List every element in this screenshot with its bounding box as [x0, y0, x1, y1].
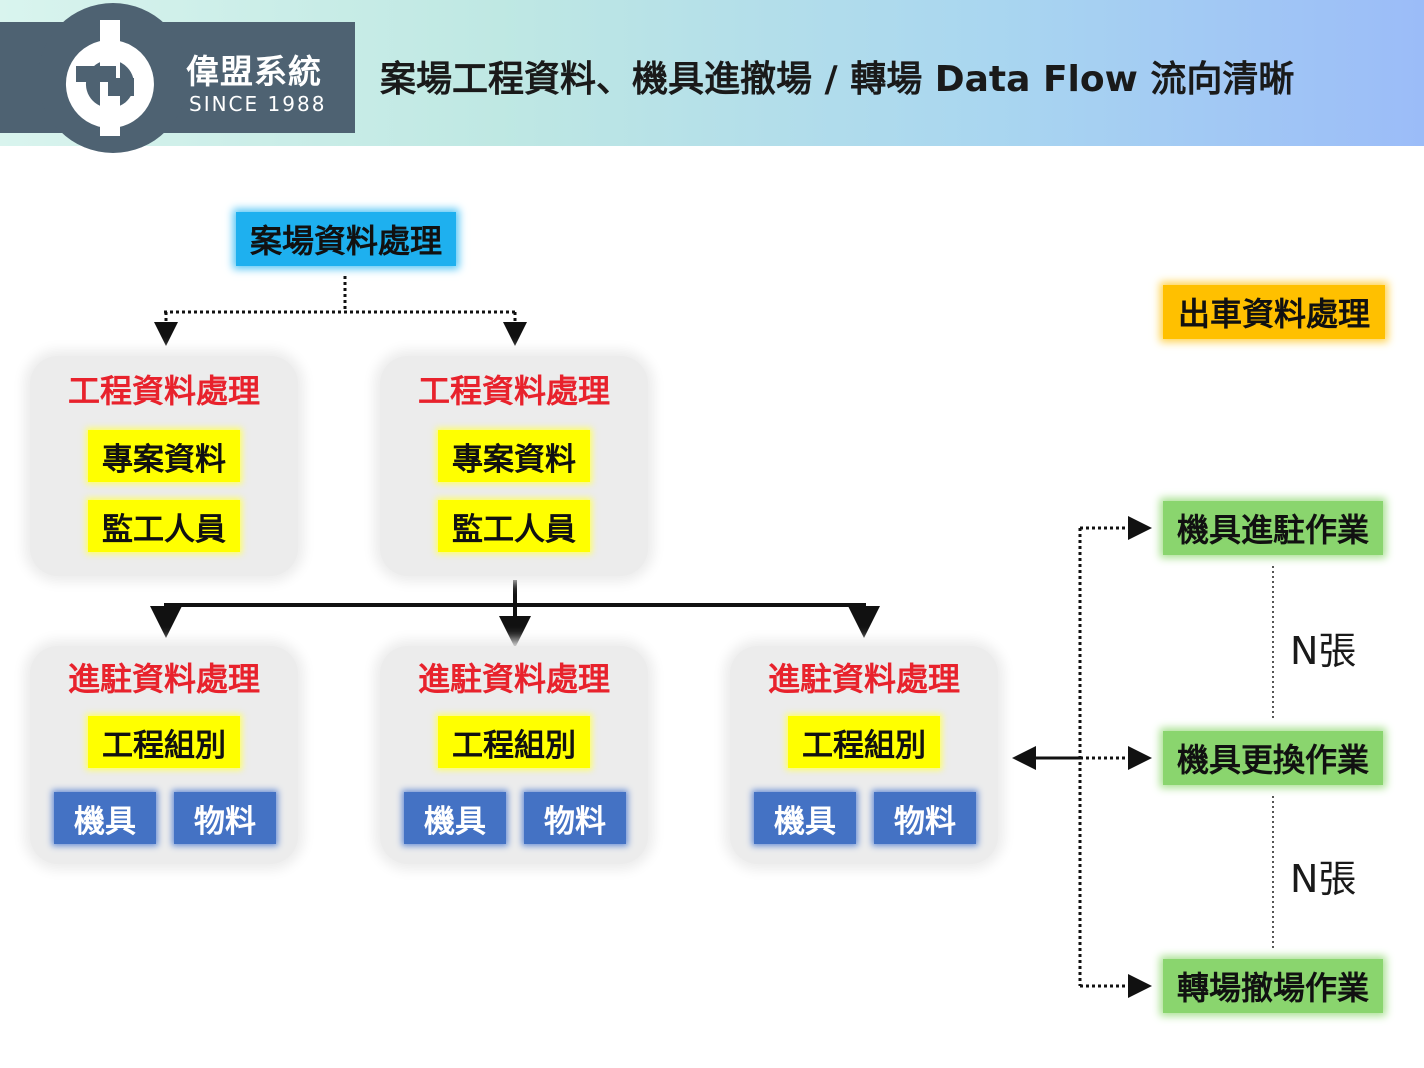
- company-since: SINCE 1988: [189, 92, 327, 116]
- equipment-tag: 機具: [754, 792, 856, 844]
- equipment-tag: 機具: [54, 792, 156, 844]
- stationing-panel: 進駐資料處理 工程組別 機具 物料: [730, 646, 998, 864]
- operations-connector: [1012, 516, 1152, 998]
- project-data-tag: 專案資料: [438, 430, 590, 482]
- stationing-panel: 進駐資料處理 工程組別 機具 物料: [30, 646, 298, 864]
- material-tag: 物料: [174, 792, 276, 844]
- supervisor-tag: 監工人員: [438, 500, 590, 552]
- supervisor-tag: 監工人員: [88, 500, 240, 552]
- engineering-group-tag: 工程組別: [788, 716, 940, 768]
- equipment-tag: 機具: [404, 792, 506, 844]
- equipment-replacement-operation: 機具更換作業: [1163, 731, 1383, 785]
- equipment-stationing-operation: 機具進駐作業: [1163, 501, 1383, 555]
- site-transfer-withdrawal-operation: 轉場撤場作業: [1163, 959, 1383, 1013]
- page-title: 案場工程資料、機具進撤場 / 轉場 Data Flow 流向清晰: [380, 59, 1295, 100]
- material-tag: 物料: [524, 792, 626, 844]
- panel-title: 進駐資料處理: [767, 660, 960, 698]
- company-logo-icon: [65, 20, 154, 136]
- stationing-split-connector: [150, 580, 880, 648]
- company-name: 偉盟系統: [186, 52, 322, 91]
- cardinality-label: N張: [1290, 857, 1357, 901]
- root-node-site-data: 案場資料處理: [236, 212, 456, 266]
- panel-title: 進駐資料處理: [417, 660, 610, 698]
- engineering-panel: 工程資料處理 專案資料 監工人員: [30, 356, 298, 576]
- panel-title: 工程資料處理: [417, 372, 610, 410]
- project-data-tag: 專案資料: [88, 430, 240, 482]
- panel-title: 工程資料處理: [67, 372, 260, 410]
- engineering-group-tag: 工程組別: [438, 716, 590, 768]
- stationing-panel: 進駐資料處理 工程組別 機具 物料: [380, 646, 648, 864]
- cardinality-label: N張: [1290, 629, 1357, 673]
- engineering-group-tag: 工程組別: [88, 716, 240, 768]
- panel-title: 進駐資料處理: [67, 660, 260, 698]
- root-split-connector: [154, 276, 527, 346]
- dispatch-data-node: 出車資料處理: [1163, 285, 1385, 339]
- engineering-panel: 工程資料處理 專案資料 監工人員: [380, 356, 648, 576]
- material-tag: 物料: [874, 792, 976, 844]
